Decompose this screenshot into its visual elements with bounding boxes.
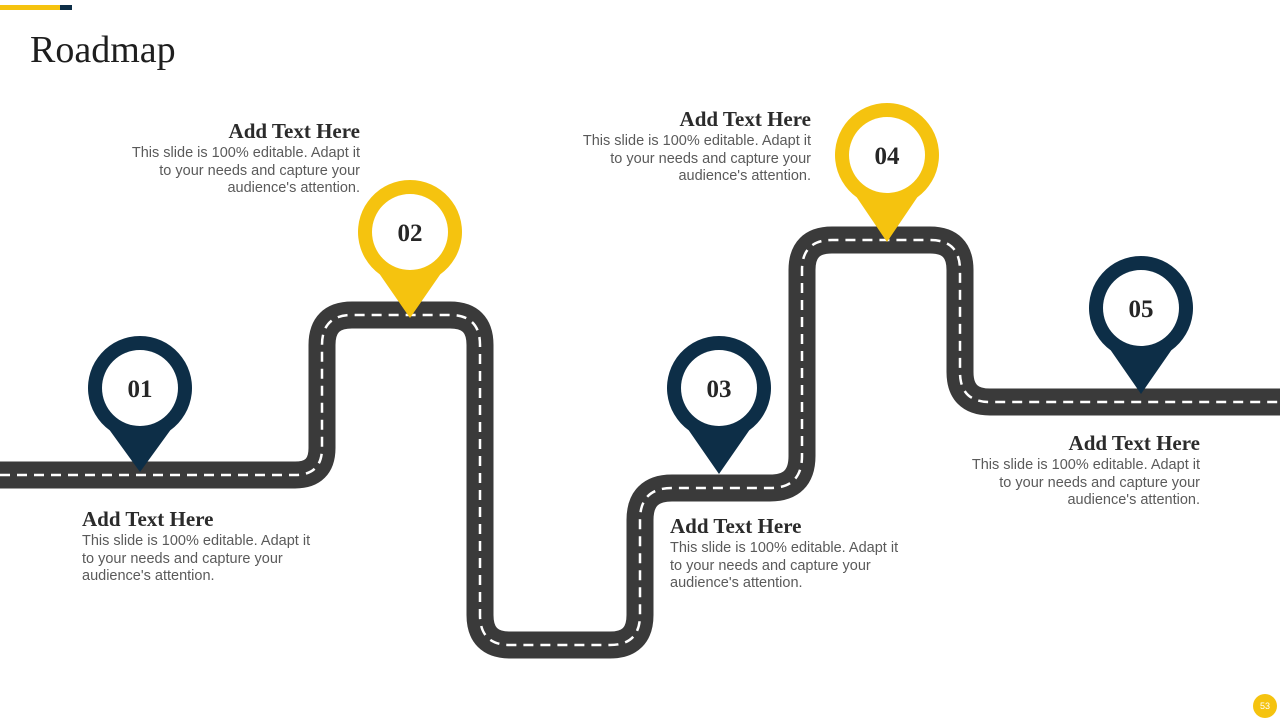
milestone-1-number: 01	[128, 376, 153, 403]
milestone-5-heading: Add Text Here	[1068, 431, 1200, 455]
pin-inner-circle	[849, 117, 925, 193]
accent-bar-yellow	[0, 5, 60, 10]
milestone-3-text: Add Text Here This slide is 100% editabl…	[670, 514, 950, 593]
pin-inner-circle	[681, 350, 757, 426]
milestone-1-text: Add Text Here This slide is 100% editabl…	[82, 507, 362, 586]
milestone-pin-2: 02	[358, 180, 462, 318]
milestone-3-heading: Add Text Here	[670, 514, 802, 538]
accent-bar-navy	[60, 5, 72, 10]
milestone-4-number: 04	[875, 143, 901, 170]
pin-inner-circle	[102, 350, 178, 426]
milestone-4-text: Add Text Here This slide is 100% editabl…	[531, 107, 811, 186]
page-number-badge: 53	[1253, 694, 1277, 718]
milestone-1-body: This slide is 100% editable. Adapt it to…	[82, 533, 311, 584]
milestone-3-body: This slide is 100% editable. Adapt it to…	[670, 540, 899, 591]
milestone-pin-4: 04	[835, 102, 940, 242]
milestone-2-heading: Add Text Here	[228, 119, 360, 143]
pin-inner-circle	[372, 194, 448, 270]
milestone-5-text: Add Text Here This slide is 100% editabl…	[920, 431, 1200, 510]
milestone-3-number: 03	[707, 376, 732, 403]
milestone-pin-1: 01	[88, 336, 192, 472]
milestone-2-text: Add Text Here This slide is 100% editabl…	[80, 119, 360, 198]
milestone-5-number: 05	[1129, 296, 1154, 323]
pin-inner-circle	[1103, 270, 1179, 346]
milestone-pin-5: 05	[1089, 256, 1193, 394]
milestone-2-number: 02	[398, 220, 423, 247]
milestone-4-body: This slide is 100% editable. Adapt it to…	[582, 133, 811, 184]
milestone-4-heading: Add Text Here	[679, 107, 811, 131]
milestone-1-heading: Add Text Here	[82, 507, 214, 531]
milestone-5-body: This slide is 100% editable. Adapt it to…	[971, 457, 1200, 508]
milestone-pin-3: 03	[667, 335, 771, 474]
milestone-2-body: This slide is 100% editable. Adapt it to…	[131, 145, 360, 196]
slide-title: Roadmap	[30, 29, 176, 71]
road	[0, 226, 1280, 659]
